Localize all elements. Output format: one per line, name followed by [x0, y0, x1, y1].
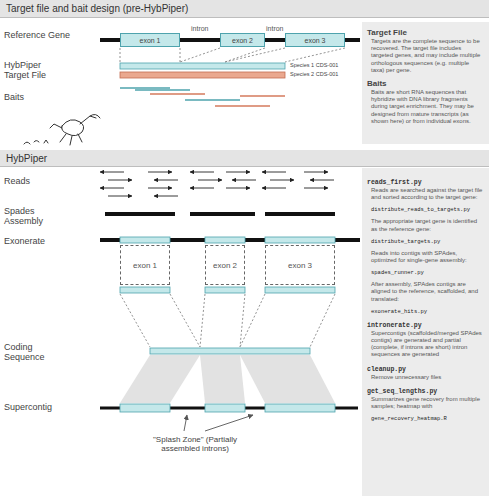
read-arrow — [154, 196, 178, 197]
script-name: spades_runner.py — [367, 269, 484, 276]
panel-heading: Target File — [367, 28, 484, 37]
exon-box: exon 2 — [220, 33, 265, 47]
row-label: Coding Sequence — [4, 342, 64, 362]
panel-text: Summarizes gene recovery from multiple s… — [367, 396, 484, 410]
bait-segments — [120, 88, 285, 106]
panel-heading: intronerate.py — [367, 322, 484, 329]
intron-label: intron — [191, 25, 209, 32]
coding-bar — [150, 348, 310, 354]
bait-segment — [135, 89, 190, 91]
box-label: exon 1 — [133, 261, 157, 270]
read-arrow — [232, 180, 256, 181]
read-arrow — [100, 188, 124, 189]
exon-box: exon 3 — [285, 33, 345, 47]
panel-text: Reads into contigs with SPAdes, optimize… — [367, 250, 484, 264]
row-label: Reads — [4, 176, 64, 186]
exon-hits — [120, 237, 335, 293]
read-arrow — [100, 172, 124, 173]
target-bar — [120, 72, 285, 78]
row-label: Supercontig — [4, 402, 84, 412]
panel-heading: cleanup.py — [367, 366, 484, 373]
read-arrow — [108, 180, 132, 181]
panel-text: The appropriate target gene is identifie… — [367, 218, 484, 232]
panel-text: After assembly, SPAdes contigs are align… — [367, 281, 484, 303]
read-arrow — [108, 196, 132, 197]
section-band: HybPiper — [0, 150, 489, 167]
exon-box: exon 1 — [120, 245, 170, 285]
read-arrow — [262, 172, 286, 173]
row-label: Baits — [4, 92, 64, 102]
read-arrow — [148, 188, 172, 189]
box-label: exon 1 — [139, 37, 160, 44]
projection-lines — [120, 294, 335, 347]
panel-text: Baits are short RNA sequences that hybri… — [367, 89, 484, 125]
read-arrow — [190, 188, 214, 189]
read-arrow — [304, 172, 328, 173]
box-label: exon 2 — [232, 37, 253, 44]
script-name: exonerate_hits.py — [367, 308, 484, 315]
projection-wedges — [120, 355, 335, 403]
bait-segment — [215, 105, 270, 107]
row-label: Reference Gene — [4, 30, 94, 40]
bait-sketch — [24, 114, 100, 145]
box-label: exon 3 — [288, 261, 312, 270]
panel-text: Targets are the complete sequence to be … — [367, 38, 484, 74]
panel-heading: get_seq_lengths.py — [367, 388, 484, 395]
read-arrow — [190, 172, 214, 173]
callout-label: "Splash Zone" (Partially assembled intro… — [140, 435, 250, 453]
projection-lines — [120, 48, 345, 62]
bait-segment — [185, 99, 240, 101]
bait-segment — [120, 87, 170, 89]
script-name: distribute_reads_to_targets.py — [367, 206, 484, 213]
section-band: Target file and bait design (pre-HybPipe… — [0, 0, 489, 18]
panel-text: Supercontigs (scaffolded/merged SPAdes c… — [367, 330, 484, 359]
read-arrow — [148, 172, 172, 173]
script-name: gene_recovery_heatmap.R — [367, 415, 484, 422]
read-arrow — [304, 188, 328, 189]
read-arrows — [100, 172, 334, 196]
contig-bars — [105, 212, 335, 216]
panel-text: Reads are searched against the target fi… — [367, 187, 484, 201]
species-label: Species 1 CDS-001 — [290, 62, 338, 68]
read-arrow — [154, 180, 178, 181]
panel-heading: reads_first.py — [367, 179, 484, 186]
read-arrow — [226, 172, 250, 173]
splash-pointers — [184, 415, 253, 431]
box-label: exon 3 — [304, 37, 325, 44]
exon-box: exon 3 — [265, 245, 335, 285]
read-arrow — [310, 180, 334, 181]
row-label: Spades Assembly — [4, 206, 64, 226]
box-label: Target file and bait design (pre-HybPipe… — [6, 3, 483, 14]
target-bar — [120, 63, 285, 69]
read-arrow — [262, 188, 286, 189]
bait-segment — [150, 93, 205, 95]
box-label: exon 2 — [213, 261, 237, 270]
info-panel: Target FileTargets are the complete sequ… — [362, 22, 489, 144]
row-label: Exonerate — [4, 236, 74, 246]
row-label: HybPiper Target File — [4, 60, 64, 80]
exon-box: exon 1 — [120, 33, 180, 47]
box-label: HybPiper — [6, 153, 483, 164]
read-arrow — [198, 180, 222, 181]
read-arrow — [270, 180, 294, 181]
script-name: distribute_targets.py — [367, 238, 484, 245]
supercontig-exons — [120, 404, 335, 412]
panel-text: Remove unnecessary files — [367, 374, 484, 381]
contig-line — [100, 238, 360, 242]
panel-heading: Baits — [367, 79, 484, 88]
bait-segment — [240, 95, 285, 97]
species-label: Species 2 CDS-001 — [290, 71, 338, 77]
intron-label: intron — [266, 25, 284, 32]
exon-box: exon 2 — [205, 245, 245, 285]
read-arrow — [226, 188, 250, 189]
info-panel: reads_first.pyReads are searched against… — [362, 168, 489, 496]
